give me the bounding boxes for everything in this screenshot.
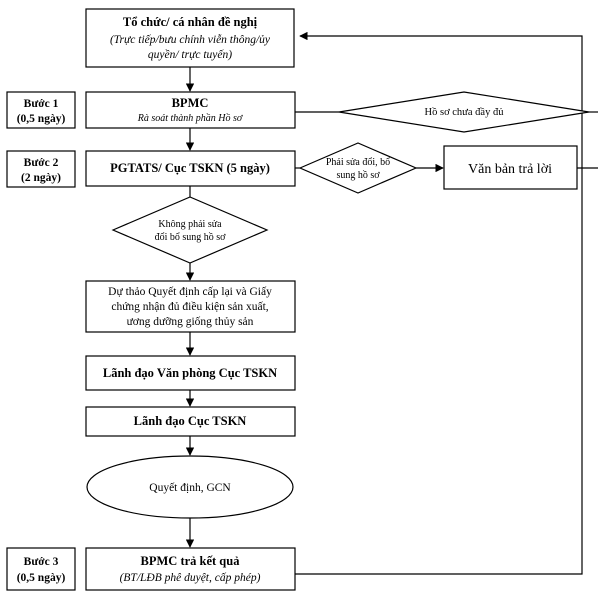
- draft-node: Dự thảo Quyết định cấp lại và Giấy chứng…: [85, 280, 296, 333]
- reply-box: [443, 145, 578, 190]
- step-2-duration: (2 ngày): [21, 172, 61, 184]
- dept-lead-label: Lãnh đạo Cục TSKN: [134, 414, 247, 428]
- step-1: Bước 1 (0,5 ngày): [6, 91, 76, 129]
- must-fix-diamond: [298, 142, 418, 194]
- step-3-label: Bước 3: [24, 556, 59, 568]
- step-2-box: [6, 150, 76, 188]
- incomplete-diamond: [338, 91, 590, 133]
- requester-node: Tổ chức/ cá nhân đề nghị (Trực tiếp/bưu …: [85, 8, 295, 68]
- bpmc-subtitle: Rà soát thành phần Hồ sơ: [137, 113, 243, 124]
- draft-line-3: ương dưỡng giống thủy sản: [127, 315, 254, 328]
- incomplete-label: Hồ sơ chưa đầy đủ: [425, 107, 505, 118]
- result-node: BPMC trả kết quả (BT/LĐB phê duyệt, cấp …: [85, 547, 296, 591]
- step-2-label: Bước 2: [24, 157, 59, 169]
- step-1-duration: (0,5 ngày): [17, 113, 66, 125]
- must-fix-node: Phải sửa đổi, bổ sung hồ sơ: [298, 142, 418, 194]
- no-fix-line-2: đổi bổ sung hồ sơ: [155, 232, 227, 243]
- dept-lead-box: [85, 406, 296, 437]
- no-fix-line-1: Không phải sửa: [158, 219, 222, 230]
- draft-box: [85, 280, 296, 333]
- office-lead-node: Lãnh đạo Văn phòng Cục TSKN: [85, 355, 296, 391]
- must-fix-line-2: sung hồ sơ: [336, 170, 380, 181]
- office-lead-label: Lãnh đạo Văn phòng Cục TSKN: [103, 366, 277, 380]
- return-line: [295, 31, 583, 575]
- requester-box: [85, 8, 295, 68]
- step-1-box: [6, 91, 76, 129]
- requester-title: Tổ chức/ cá nhân đề nghị: [123, 15, 258, 29]
- step-2: Bước 2 (2 ngày): [6, 150, 76, 188]
- step-1-label: Bước 1: [24, 98, 59, 110]
- no-fix-diamond: [111, 196, 269, 264]
- result-box: [85, 547, 296, 591]
- decision-node: Quyết định, GCN: [86, 455, 294, 519]
- no-fix-node: Không phải sửa đổi bổ sung hồ sơ: [111, 196, 269, 264]
- requester-subtitle-1: (Trực tiếp/bưu chính viễn thông/ủy: [110, 33, 271, 46]
- result-title: BPMC trả kết quả: [141, 554, 241, 568]
- result-subtitle: (BT/LĐB phê duyệt, cấp phép): [120, 571, 261, 584]
- decision-label: Quyết định, GCN: [149, 481, 231, 494]
- pgtats-node: PGTATS/ Cục TSKN (5 ngày): [85, 150, 296, 187]
- bpmc-node: BPMC Rà soát thành phần Hồ sơ: [85, 91, 296, 129]
- requester-subtitle-2: quyền/ trực tuyến): [148, 48, 232, 61]
- dept-lead-node: Lãnh đạo Cục TSKN: [85, 406, 296, 437]
- connectors: [185, 31, 598, 575]
- bpmc-box: [85, 91, 296, 129]
- incomplete-node: Hồ sơ chưa đầy đủ: [338, 91, 590, 133]
- step-3-box: [6, 547, 76, 591]
- office-lead-box: [85, 355, 296, 391]
- pgtats-box: [85, 150, 296, 187]
- reply-node: Văn bản trả lời: [443, 145, 578, 190]
- step-3-duration: (0,5 ngày): [17, 572, 66, 584]
- must-fix-line-1: Phải sửa đổi, bổ: [326, 157, 390, 168]
- step-3: Bước 3 (0,5 ngày): [6, 547, 76, 591]
- reply-label: Văn bản trả lời: [468, 162, 552, 177]
- decision-ellipse: [86, 455, 294, 519]
- bpmc-title: BPMC: [172, 96, 209, 110]
- draft-line-2: chứng nhận đủ điều kiện sản xuất,: [111, 300, 268, 313]
- draft-line-1: Dự thảo Quyết định cấp lại và Giấy: [108, 285, 272, 298]
- pgtats-title: PGTATS/ Cục TSKN (5 ngày): [110, 161, 270, 175]
